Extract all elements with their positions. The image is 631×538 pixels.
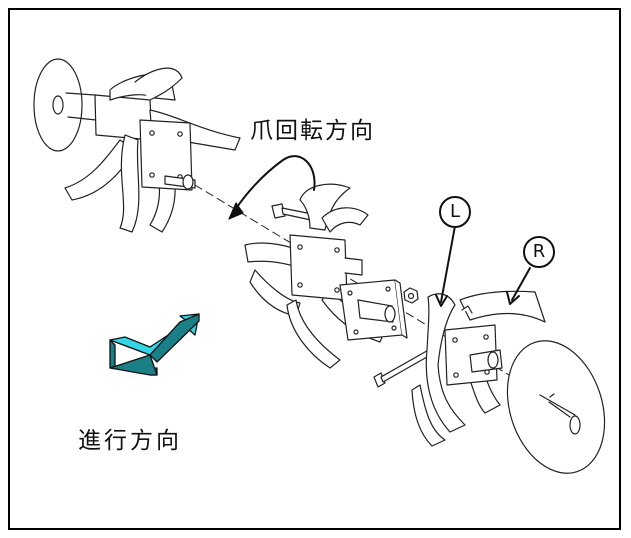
center-tine-assembly xyxy=(244,183,386,369)
left-tine-assembly xyxy=(64,67,241,233)
hex-nut xyxy=(403,287,419,304)
travel-direction-label: 進行方向 xyxy=(78,428,182,454)
flange-plate xyxy=(339,279,408,341)
left-mark-label: L xyxy=(439,196,471,228)
right-mark-pointer xyxy=(511,267,531,301)
left-side-disc xyxy=(33,58,97,152)
right-tine-assembly xyxy=(411,290,546,447)
3d-arrow-icon xyxy=(109,313,200,376)
right-side-disc xyxy=(506,340,606,474)
right-mark-label: R xyxy=(523,236,555,268)
curved-arrow-icon xyxy=(228,155,316,220)
left-mark-pointer xyxy=(440,225,456,303)
rotation-direction-label: 爪回転方向 xyxy=(250,118,375,144)
bolt-lower xyxy=(373,347,435,388)
